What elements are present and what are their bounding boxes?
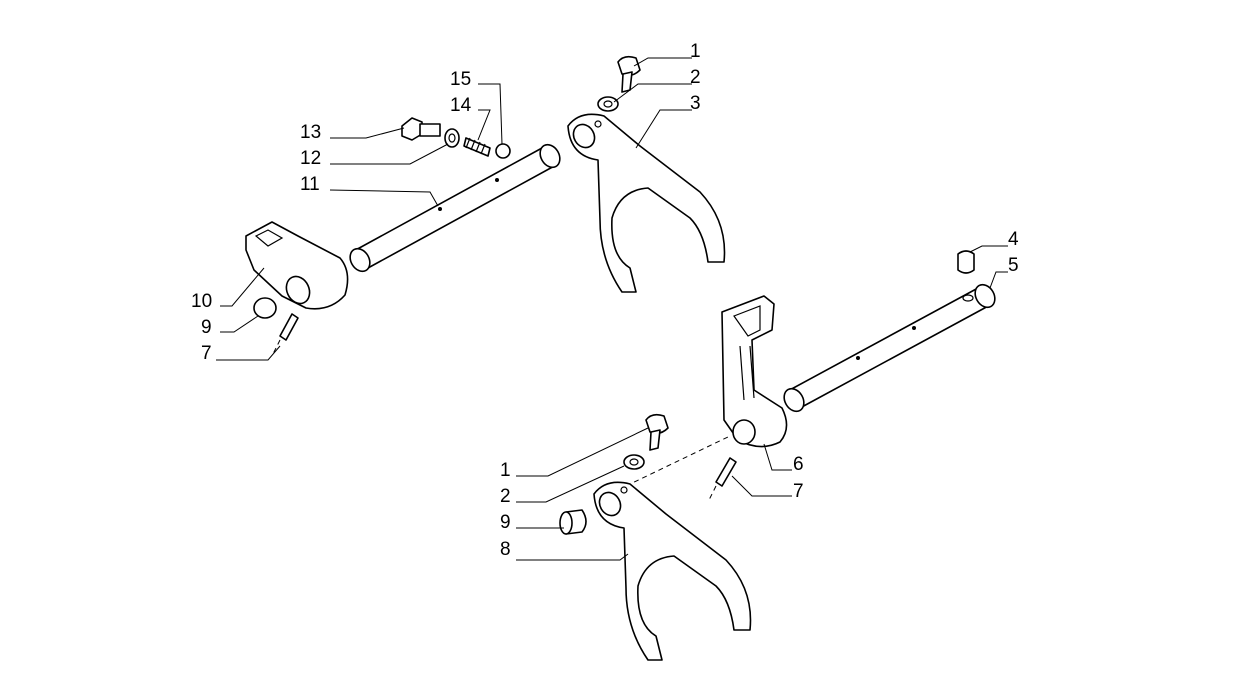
shift-rod-11: [349, 143, 561, 273]
plug-9-lower: [559, 509, 587, 535]
callout-4: 4: [1008, 229, 1019, 250]
shift-lever-6: [721, 295, 788, 448]
plug-4: [957, 250, 975, 274]
callout-8: 8: [500, 539, 511, 560]
callout-6: 6: [793, 454, 804, 475]
shift-fork-3: [567, 113, 726, 293]
callout-9: 9: [201, 317, 212, 338]
bolt-1-lower: [645, 413, 669, 451]
plug-9: [253, 297, 277, 319]
callout-5: 5: [1008, 255, 1019, 276]
callout-10: 10: [191, 291, 212, 312]
bolt-1-upper: [617, 55, 641, 93]
callout-2: 2: [690, 67, 701, 88]
roll-pin-7: [271, 313, 299, 357]
callout-1: 1: [690, 41, 701, 62]
callout-11: 11: [300, 174, 320, 195]
callout-15: 15: [450, 69, 471, 90]
callout-2-lower: 2: [500, 486, 511, 507]
bolt-13: [401, 117, 441, 141]
callout-7-lower: 7: [793, 481, 804, 502]
callout-7: 7: [201, 343, 212, 364]
shift-rod-5: [783, 283, 996, 413]
callout-13: 13: [300, 122, 321, 143]
callout-12: 12: [300, 148, 321, 169]
callout-3: 3: [690, 93, 701, 114]
washer-2-upper: [597, 96, 619, 112]
roll-pin-7-lower: [707, 457, 737, 503]
washer-12: [444, 128, 460, 148]
callout-14: 14: [450, 95, 472, 116]
leader-lines: [216, 57, 1008, 561]
ball-15: [495, 143, 511, 159]
shift-fork-8: [593, 481, 752, 661]
shift-block-10: [245, 221, 349, 310]
callout-9-lower: 9: [500, 512, 511, 533]
assembly-axis-line: [625, 435, 731, 487]
callout-1-lower: 1: [500, 460, 511, 481]
spring-14: [463, 137, 491, 157]
washer-2-lower: [623, 454, 645, 470]
